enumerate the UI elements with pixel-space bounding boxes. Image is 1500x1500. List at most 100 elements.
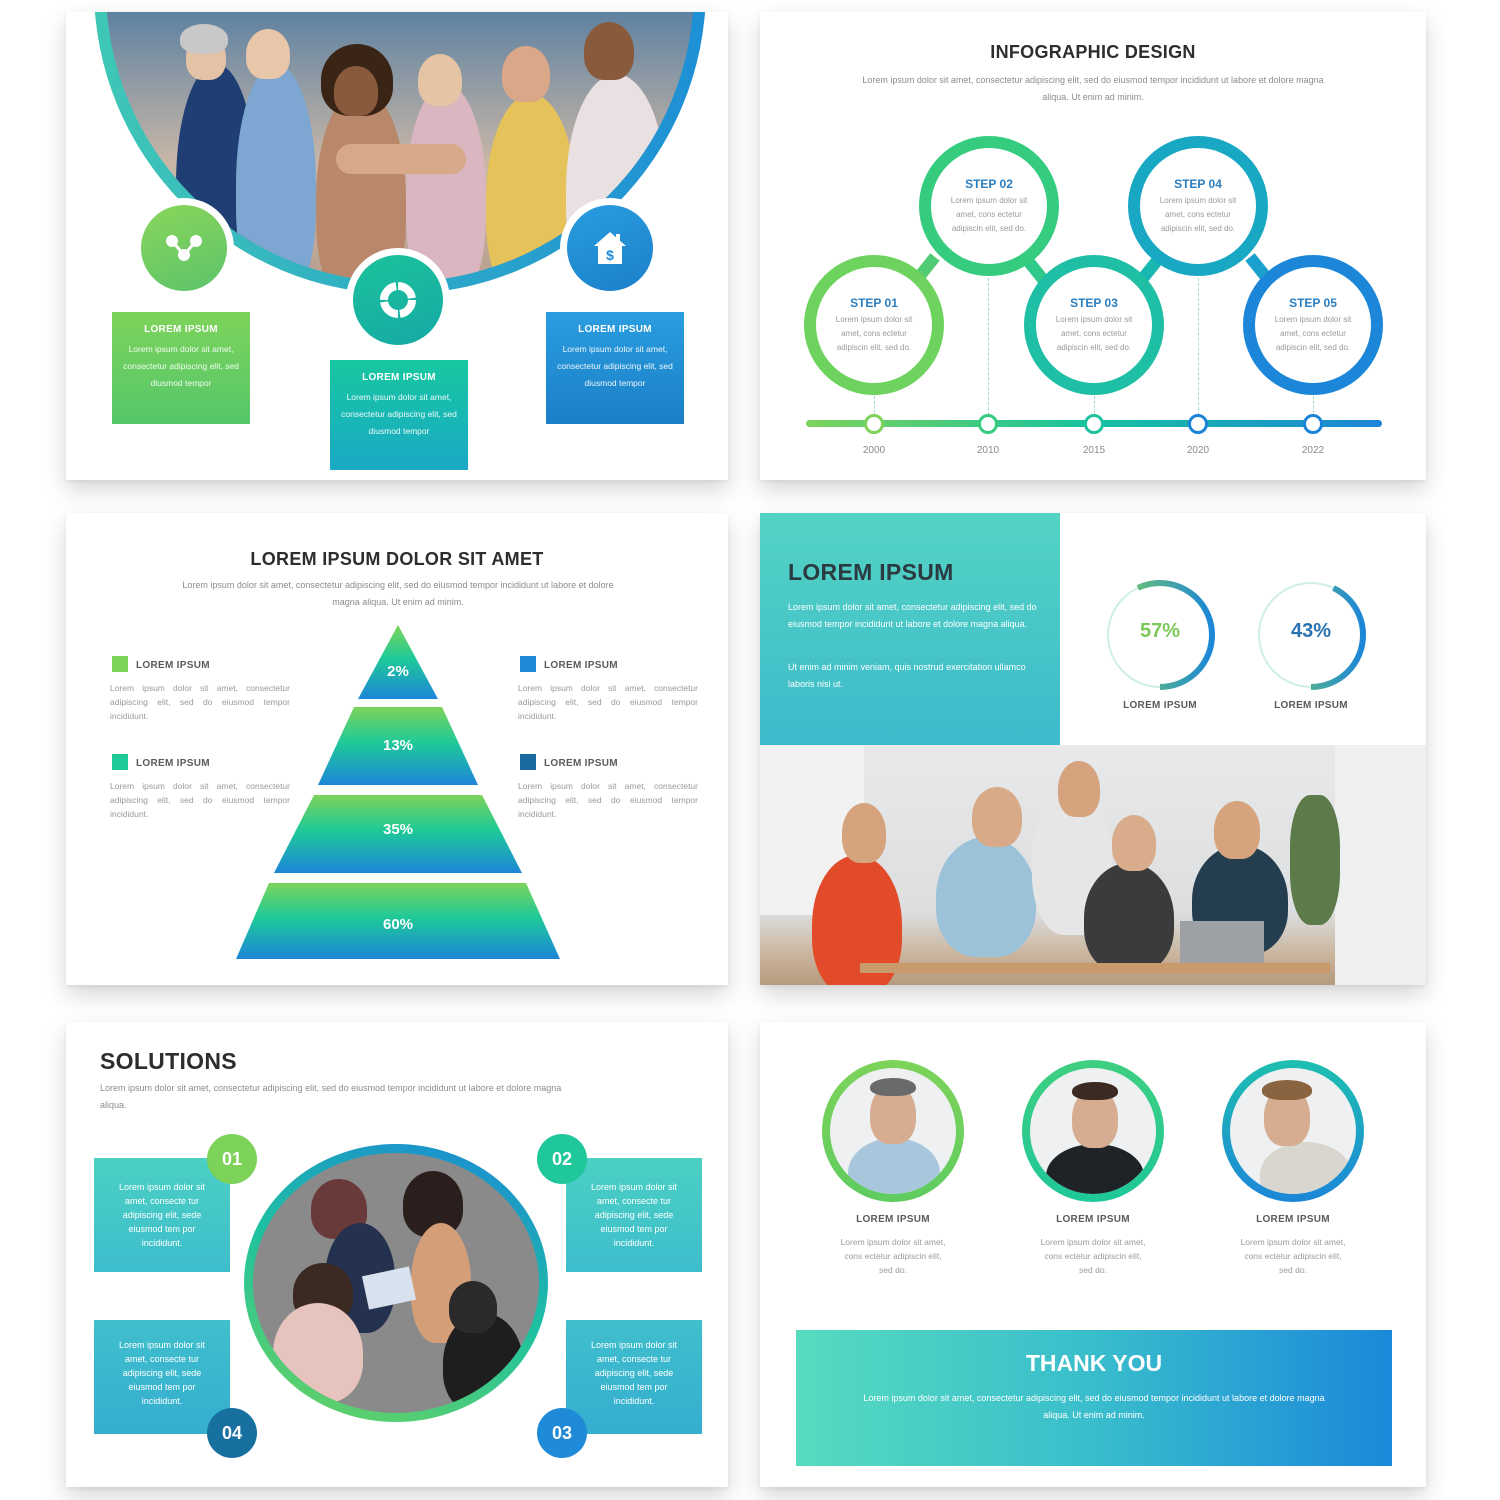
year-label: 2010 bbox=[976, 445, 1000, 456]
donut-cycle-icon bbox=[380, 282, 416, 318]
slide-team-thank-you[interactable]: LOREM IPSUM Lorem ipsum dolor sit amet, … bbox=[760, 1022, 1426, 1487]
pyramid-tier-1: 2% bbox=[387, 663, 409, 680]
intro-panel: LOREM IPSUM Lorem ipsum dolor sit amet, … bbox=[760, 513, 1060, 745]
card-body: Lorem ipsum dolor sit amet, consectetur … bbox=[557, 344, 673, 388]
badge-01: 01 bbox=[207, 1134, 257, 1184]
timeline-node bbox=[1303, 414, 1323, 434]
year-label: 2000 bbox=[862, 445, 886, 456]
svg-text:$: $ bbox=[606, 247, 614, 263]
slide-team-hands[interactable]: $ LOREM IPSUM Lorem ipsum dolor sit amet… bbox=[66, 12, 728, 480]
step-label: STEP 02 bbox=[965, 176, 1013, 191]
dash-line bbox=[1094, 396, 1095, 418]
solution-box-4: Lorem ipsum dolor sit amet, consecte tur… bbox=[94, 1320, 230, 1434]
slide-subtitle: Lorem ipsum dolor sit amet, consectetur … bbox=[182, 580, 614, 607]
donut-chart-2 bbox=[1256, 580, 1366, 690]
step-04: STEP 04 Lorem ipsum dolor sit amet, cons… bbox=[1128, 136, 1268, 276]
solution-box-2: Lorem ipsum dolor sit amet, consecte tur… bbox=[566, 1158, 702, 1272]
team-avatar-1 bbox=[822, 1060, 964, 1202]
step-body: Lorem ipsum dolor sit amet, cons ectetur… bbox=[1055, 314, 1133, 352]
team-desc-3: Lorem ipsum dolor sit amet, cons ectetur… bbox=[1240, 1237, 1346, 1275]
dash-line bbox=[1313, 396, 1314, 418]
step-02: STEP 02 Lorem ipsum dolor sit amet, cons… bbox=[919, 136, 1059, 276]
step-body: Lorem ipsum dolor sit amet, cons ectetur… bbox=[835, 314, 913, 352]
panel-para-2: Ut enim ad minim veniam, quis nostrud ex… bbox=[788, 662, 1026, 689]
info-card-1: LOREM IPSUM Lorem ipsum dolor sit amet, … bbox=[112, 312, 250, 424]
timeline-node bbox=[864, 414, 884, 434]
step-label: STEP 04 bbox=[1174, 176, 1222, 191]
legend-title: LOREM IPSUM bbox=[544, 758, 618, 769]
solution-text: Lorem ipsum dolor sit amet, consecte tur… bbox=[590, 1340, 678, 1406]
info-card-2: LOREM IPSUM Lorem ipsum dolor sit amet, … bbox=[330, 360, 468, 470]
card-body: Lorem ipsum dolor sit amet, consectetur … bbox=[341, 392, 457, 436]
step-label: STEP 01 bbox=[850, 295, 898, 310]
year-label: 2020 bbox=[1186, 445, 1210, 456]
slide-pyramid[interactable]: LOREM IPSUM DOLOR SIT AMET Lorem ipsum d… bbox=[66, 513, 728, 985]
slide-infographic-timeline[interactable]: INFOGRAPHIC DESIGN Lorem ipsum dolor sit… bbox=[760, 12, 1426, 480]
card-body: Lorem ipsum dolor sit amet, consectetur … bbox=[123, 344, 239, 388]
badge-02: 02 bbox=[537, 1134, 587, 1184]
legend-body: Lorem ipsum dolor sit amet, consectetur … bbox=[110, 781, 290, 819]
step-03: STEP 03 Lorem ipsum dolor sit amet, cons… bbox=[1024, 255, 1164, 395]
panel-para-1: Lorem ipsum dolor sit amet, consectetur … bbox=[788, 602, 1037, 629]
step-label: STEP 05 bbox=[1289, 295, 1337, 310]
legend-swatch bbox=[520, 754, 536, 770]
solution-text: Lorem ipsum dolor sit amet, consecte tur… bbox=[118, 1182, 206, 1248]
step-05: STEP 05 Lorem ipsum dolor sit amet, cons… bbox=[1243, 255, 1383, 395]
slide-stats[interactable]: LOREM IPSUM Lorem ipsum dolor sit amet, … bbox=[760, 513, 1426, 985]
slide-title: INFOGRAPHIC DESIGN bbox=[990, 42, 1196, 62]
solutions-photo bbox=[253, 1153, 539, 1413]
team-name-3: LOREM IPSUM bbox=[1256, 1214, 1330, 1225]
legend-swatch bbox=[520, 656, 536, 672]
timeline-node bbox=[978, 414, 998, 434]
slide-title: LOREM IPSUM DOLOR SIT AMET bbox=[250, 549, 544, 569]
solutions-photo-ring bbox=[244, 1144, 548, 1422]
donut-value-2: 43% bbox=[1290, 620, 1332, 642]
legend-body: Lorem ipsum dolor sit amet, consectetur … bbox=[518, 683, 698, 721]
legend-title: LOREM IPSUM bbox=[136, 660, 210, 671]
legend-body: Lorem ipsum dolor sit amet, consectetur … bbox=[518, 781, 698, 819]
legend-body: Lorem ipsum dolor sit amet, consectetur … bbox=[110, 683, 290, 721]
pyramid-tier-2: 13% bbox=[382, 737, 414, 754]
badge-03: 03 bbox=[537, 1408, 587, 1458]
dash-line bbox=[874, 396, 875, 418]
step-body: Lorem ipsum dolor sit amet, cons ectetur… bbox=[1159, 195, 1237, 233]
year-label: 2015 bbox=[1082, 445, 1106, 456]
solution-box-1: Lorem ipsum dolor sit amet, consecte tur… bbox=[94, 1158, 230, 1272]
thank-you-title: THANK YOU bbox=[1025, 1350, 1163, 1376]
team-avatar-2 bbox=[1022, 1060, 1164, 1202]
team-name-1: LOREM IPSUM bbox=[856, 1214, 930, 1225]
donut-label-2: LOREM IPSUM bbox=[1274, 700, 1348, 711]
share-nodes-icon bbox=[166, 235, 202, 261]
card-title: LOREM IPSUM bbox=[578, 324, 652, 335]
card-title: LOREM IPSUM bbox=[144, 324, 218, 335]
dash-line bbox=[1198, 278, 1199, 420]
team-avatar-3 bbox=[1222, 1060, 1364, 1202]
step-label: STEP 03 bbox=[1070, 295, 1118, 310]
slide-subtitle: Lorem ipsum dolor sit amet, consectetur … bbox=[100, 1083, 562, 1110]
step-body: Lorem ipsum dolor sit amet, cons ectetur… bbox=[950, 195, 1028, 233]
slide-title: SOLUTIONS bbox=[100, 1048, 237, 1074]
timeline-node bbox=[1188, 414, 1208, 434]
team-desc-1: Lorem ipsum dolor sit amet, cons ectetur… bbox=[840, 1237, 946, 1275]
step-connectors bbox=[806, 253, 1382, 427]
card-title: LOREM IPSUM bbox=[362, 372, 436, 383]
cycle-badge bbox=[346, 248, 450, 352]
donut-value-1: 57% bbox=[1139, 620, 1181, 642]
legend-title: LOREM IPSUM bbox=[544, 660, 618, 671]
legend-title: LOREM IPSUM bbox=[136, 758, 210, 769]
legend-swatch bbox=[112, 754, 128, 770]
solution-box-3: Lorem ipsum dolor sit amet, consecte tur… bbox=[566, 1320, 702, 1434]
house-dollar-icon: $ bbox=[594, 232, 626, 264]
meeting-photo bbox=[760, 745, 1426, 985]
pyramid-tier-4: 60% bbox=[382, 916, 414, 933]
slide-subtitle: Lorem ipsum dolor sit amet, consectetur … bbox=[862, 75, 1324, 102]
slide-solutions[interactable]: SOLUTIONS Lorem ipsum dolor sit amet, co… bbox=[66, 1022, 728, 1487]
thank-you-banner: THANK YOU Lorem ipsum dolor sit amet, co… bbox=[796, 1330, 1392, 1466]
donut-chart-1 bbox=[1105, 580, 1215, 690]
donut-label-1: LOREM IPSUM bbox=[1123, 700, 1197, 711]
panel-title: LOREM IPSUM bbox=[788, 559, 954, 585]
house-badge: $ bbox=[560, 198, 660, 298]
step-body: Lorem ipsum dolor sit amet, cons ectetur… bbox=[1274, 314, 1352, 352]
year-label: 2022 bbox=[1301, 445, 1325, 456]
solution-text: Lorem ipsum dolor sit amet, consecte tur… bbox=[118, 1340, 206, 1406]
